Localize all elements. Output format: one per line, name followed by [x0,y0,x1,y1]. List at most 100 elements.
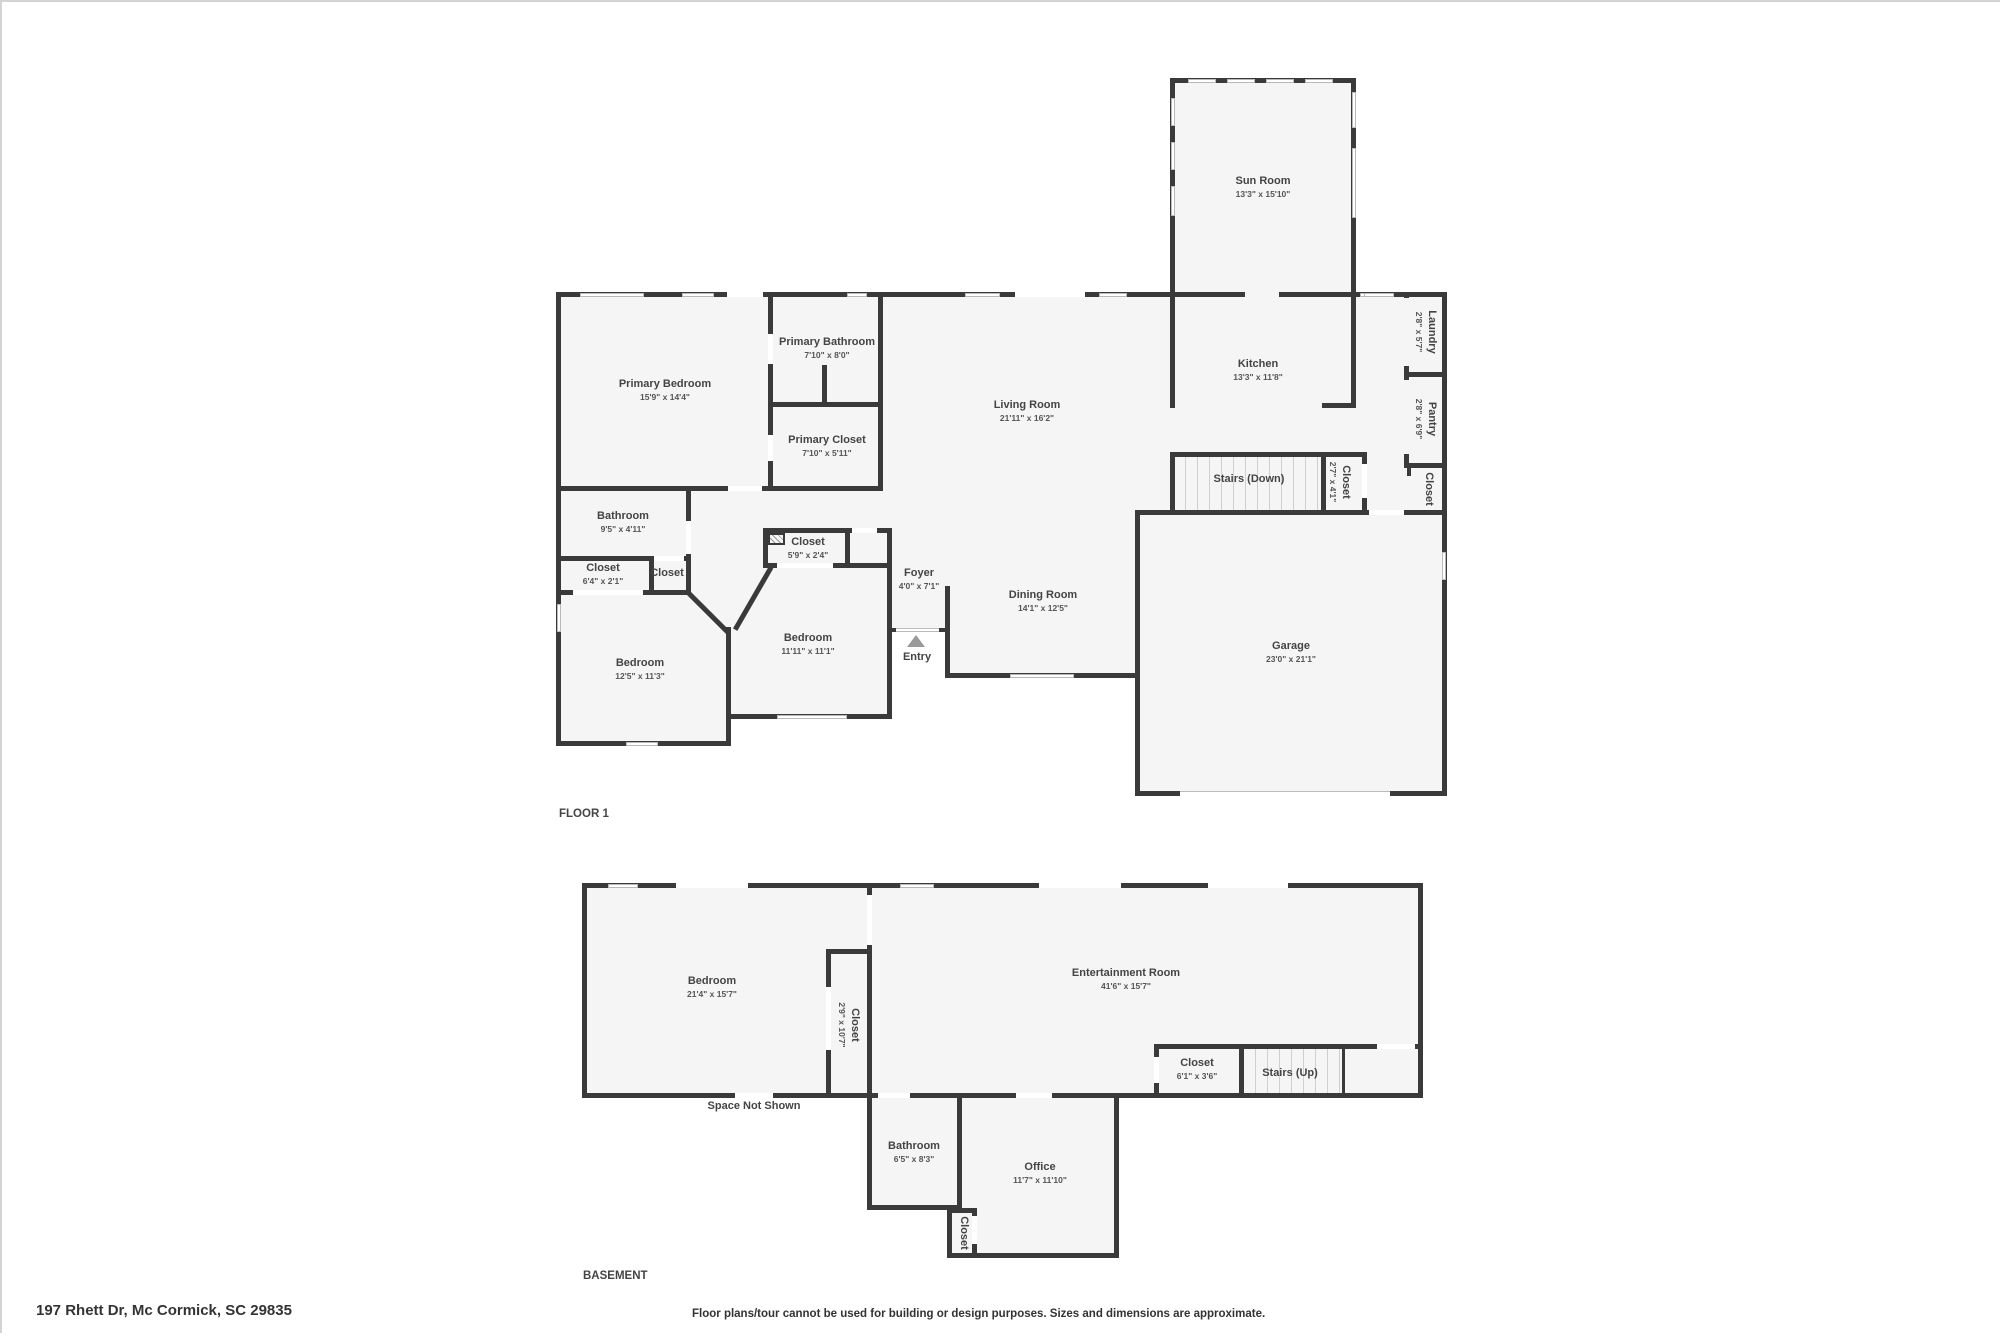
room-dims: 11'7" x 11'10" [1013,1174,1067,1185]
wall [1170,78,1356,83]
stairs-down [1174,456,1322,510]
wall [1321,452,1326,512]
window [1010,674,1074,678]
door-opening [1377,1044,1415,1049]
door-opening [852,528,877,533]
wall [867,883,872,1097]
wall [649,556,654,594]
room-label-basement-closet-tall: Closet 2'9" x 10'7" [837,1002,861,1047]
window [1171,98,1175,126]
wall [947,1208,952,1258]
wall [1342,1044,1345,1096]
window [1364,293,1394,297]
room-label-closet-linen: Closet [650,567,684,581]
room-name: Bedroom [687,974,737,987]
window [626,742,658,746]
room-name: Closet [586,561,620,574]
room-fill-bottom-left-gap [729,718,892,758]
room-fill-garage [1137,512,1445,794]
door-opening [1154,1057,1159,1083]
wall [1170,292,1175,408]
room-name: Primary Closet [788,433,866,446]
wall [887,528,892,719]
door-opening [1015,292,1085,297]
room-label-basement-closet: Closet 6'1" x 3'6" [1177,1057,1217,1081]
door-opening [686,521,691,554]
room-fill-bottom-right-gap [945,676,1137,756]
window [847,293,867,297]
room-name: Closet [849,1008,862,1042]
entry-arrow-icon [907,635,925,647]
room-dims: 2'7" x 4'1" [1328,461,1339,503]
wall [945,586,950,678]
window [777,715,847,719]
property-address: 197 Rhett Dr, Mc Cormick, SC 29835 [36,1302,292,1319]
wall [763,528,890,533]
room-dims: 11'11" x 11'1" [781,645,835,656]
room-label-primary-bathroom: Primary Bathroom 7'10" x 8'0" [779,336,875,360]
room-name: Entertainment Room [1071,966,1181,979]
wall [1418,883,1423,1097]
wall [556,486,883,491]
room-fill-basement-bath [869,1095,959,1207]
window [580,293,644,297]
door-opening [1039,883,1121,888]
door-opening [878,1093,910,1098]
wall [556,292,561,746]
wall [1404,463,1446,468]
room-dims: 2'8" x 5'7" [1414,311,1425,353]
window [1188,79,1216,83]
garage-door [1180,791,1390,796]
room-dims: 6'1" x 3'6" [1176,1070,1218,1081]
wall [867,1205,962,1210]
room-dims: 41'6" x 15'7" [1101,980,1151,991]
wall [957,1093,962,1210]
room-name: Bathroom [597,509,649,522]
room-name: Dining Room [1008,588,1078,601]
door-opening [1208,883,1288,888]
stairs-up [1244,1049,1342,1093]
room-name: Closet [650,567,684,580]
room-name: Pantry [1426,401,1439,437]
wall [1154,1044,1420,1049]
wall [1239,1044,1244,1096]
floor-title-floor-1: FLOOR 1 [559,808,609,820]
room-label-basement-bathroom: Bathroom 6'5" x 8'3" [888,1140,940,1164]
room-label-pantry: Pantry 2'8" x 6'9" [1414,399,1438,439]
door-opening [728,486,762,491]
wall [768,292,773,489]
window [1171,142,1175,170]
wall [1135,510,1447,515]
room-name: Space Not Shown [707,1100,801,1113]
room-dims: 21'11" x 16'2" [999,412,1055,423]
wall [558,556,691,561]
wall [1404,372,1446,377]
room-fill-closet [952,1213,972,1253]
room-dims: 2'9" x 10'7" [837,1002,848,1048]
door-opening [768,435,773,461]
hatched-area [768,533,785,545]
window [1171,186,1175,216]
kitchen-sunroom-opening [1245,292,1279,297]
room-dims: 13'3" x 11'8" [1233,371,1283,382]
room-label-closet-small: Closet [1421,472,1435,506]
door-opening [972,1216,977,1244]
room-label-sun-room: Sun Room 13'3" x 15'10" [1236,175,1291,199]
room-label-stairs-down: Stairs (Down) [1214,473,1285,487]
room-label-closet-bedroom2: Closet 5'9" x 2'4" [788,536,828,560]
door-opening [1016,1093,1052,1098]
wall [947,1253,1119,1258]
door-opening [867,895,872,945]
entry-door [896,628,939,632]
window [682,293,714,297]
wall [822,365,827,405]
room-label-office-closet: Closet [956,1216,970,1250]
room-name: Sun Room [1235,174,1291,187]
wall [556,292,1447,297]
door-opening [573,590,643,595]
window [1352,92,1356,128]
wall [1442,292,1447,795]
room-dims: 14'1" x 12'5" [1018,602,1068,613]
room-label-bathroom: Bathroom 9'5" x 4'11" [597,510,649,534]
